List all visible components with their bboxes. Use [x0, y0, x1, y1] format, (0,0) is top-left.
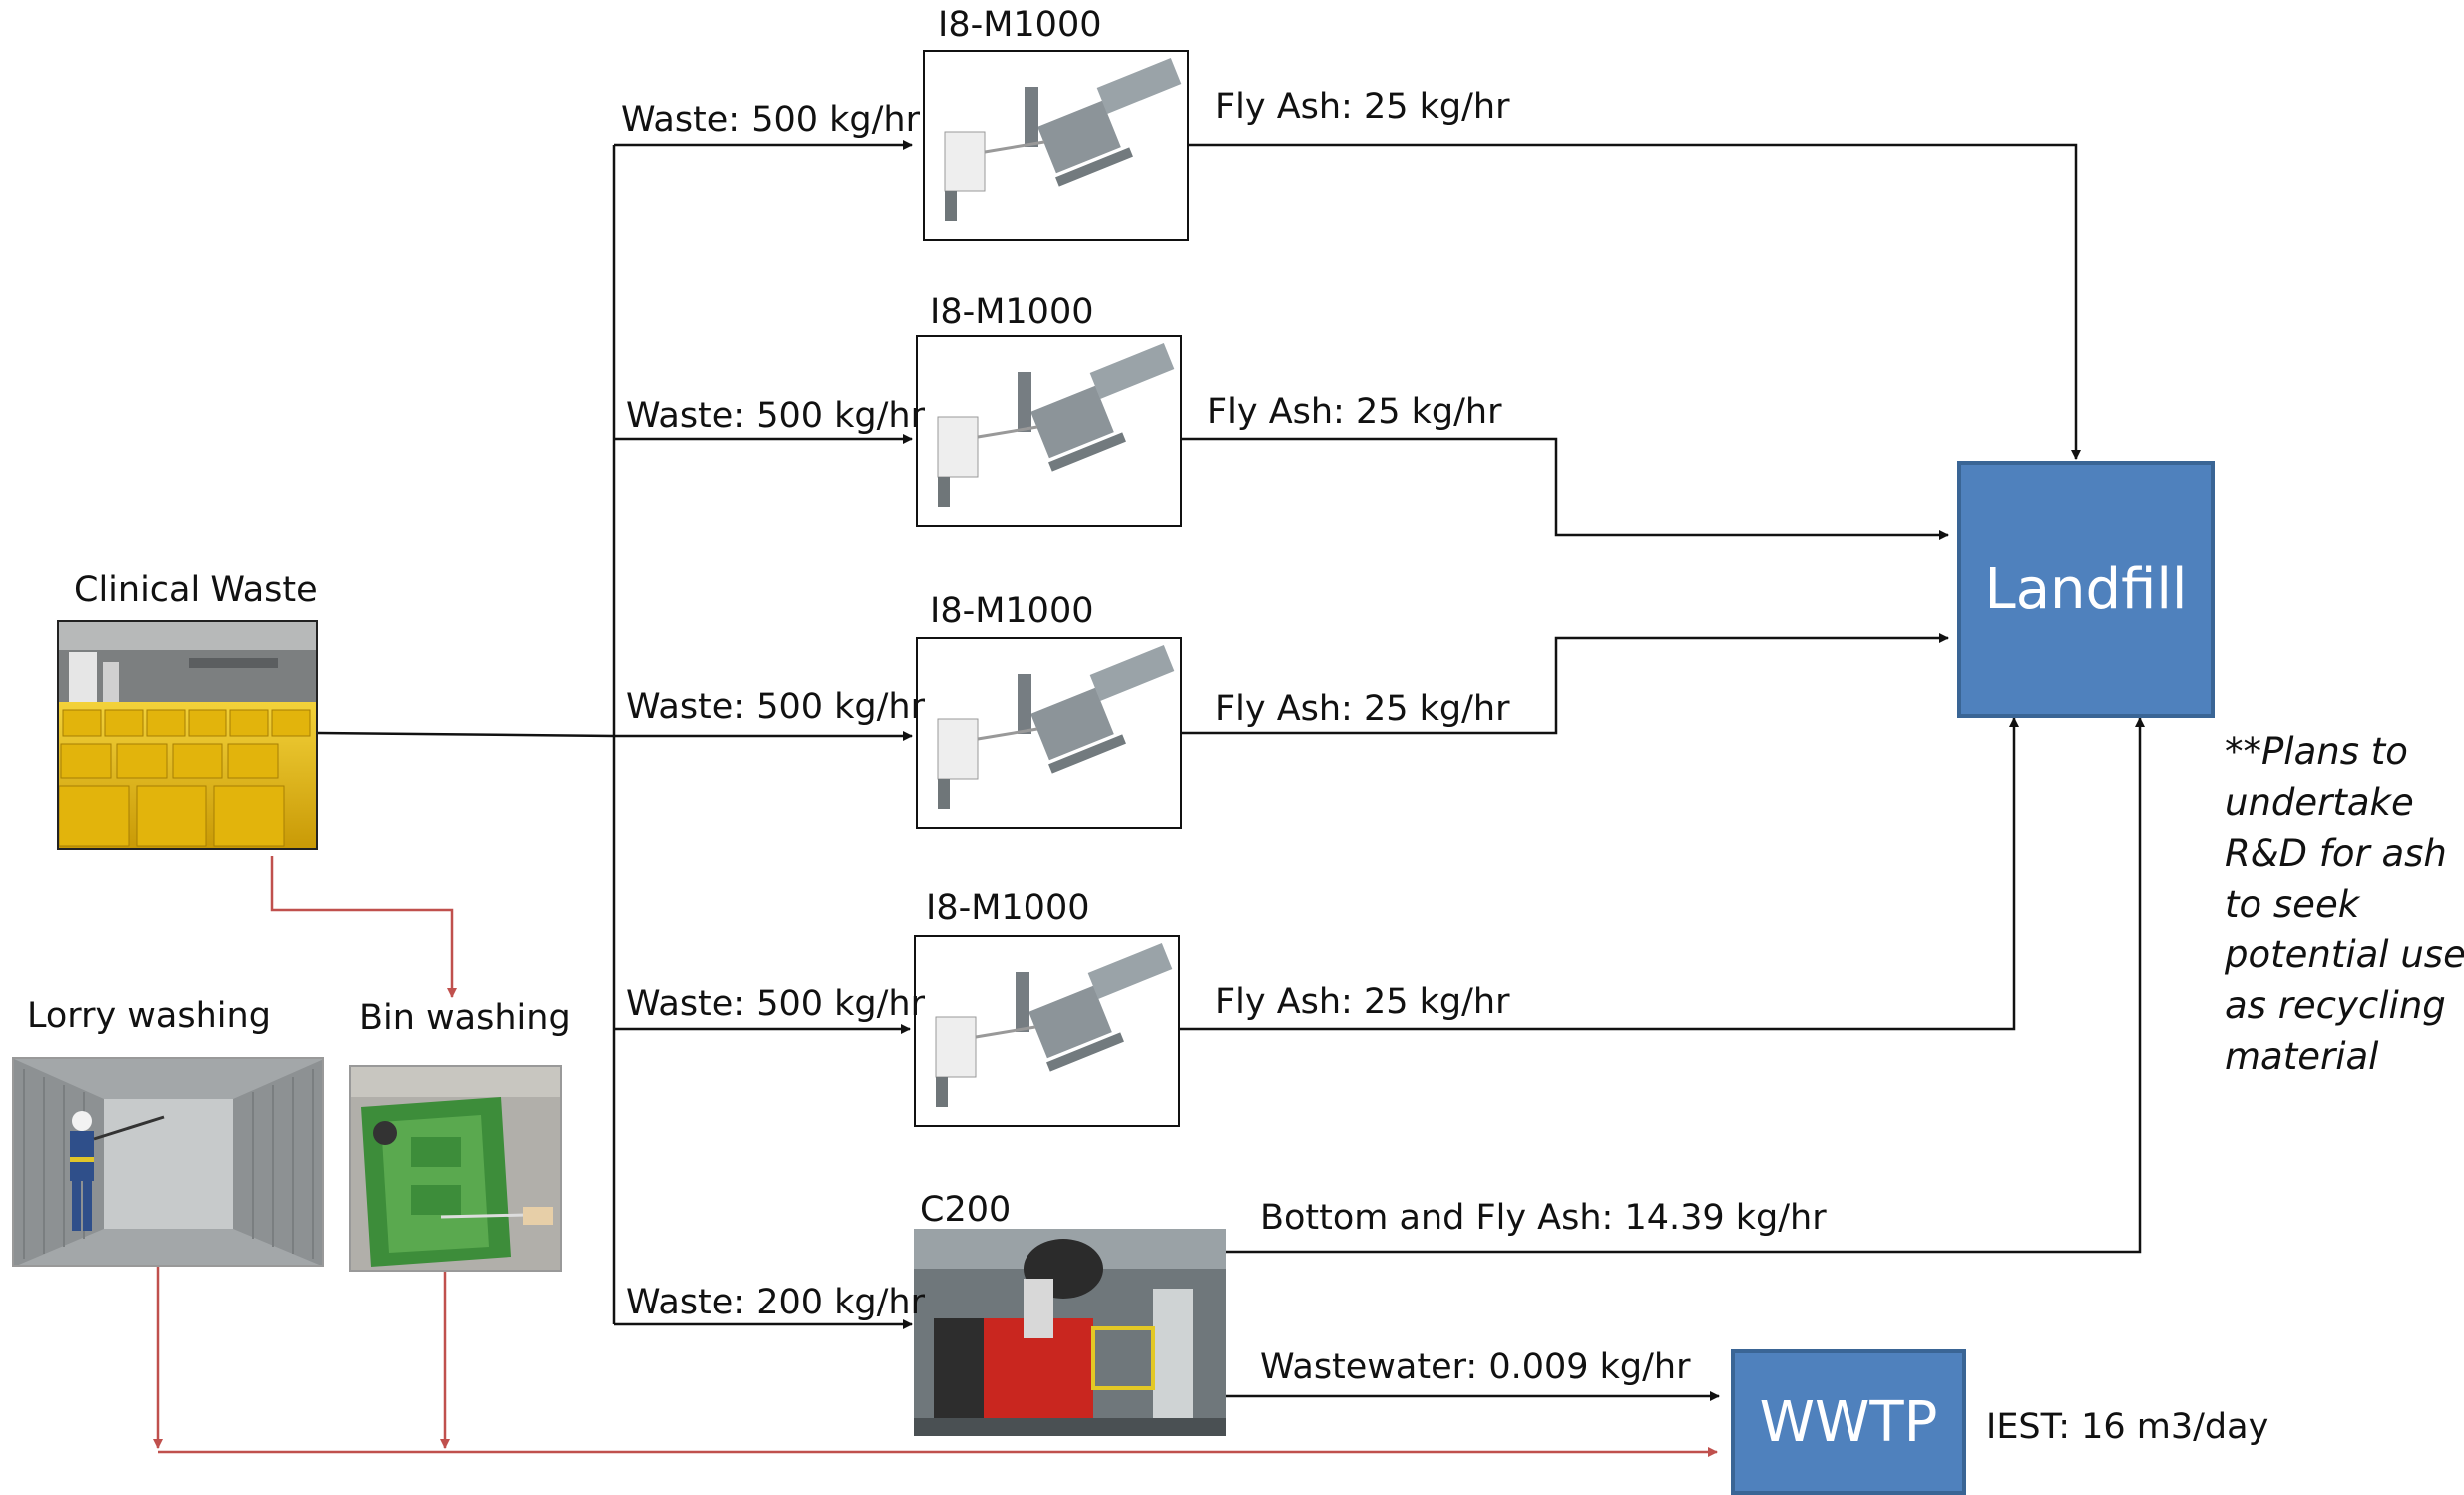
note-line: potential use	[2225, 934, 2464, 976]
fly-ash-label-1: Fly Ash: 25 kg/hr	[1215, 87, 1510, 127]
ash-flow-3	[1177, 633, 1949, 735]
note-line: R&D for ash	[2225, 832, 2447, 875]
incinerator-1-name: I8-M1000	[938, 5, 1102, 45]
note-line: undertake	[2225, 781, 2414, 824]
bin-washing-photo	[349, 1065, 562, 1272]
waste-label-1: Waste: 500 kg/hr	[621, 100, 921, 140]
wwtp-box: WWTP	[1731, 1349, 1966, 1495]
lorry-washing-photo	[12, 1057, 324, 1267]
incinerator-3-name: I8-M1000	[930, 591, 1094, 631]
c200-name: C200	[920, 1190, 1012, 1230]
ash-flow-1	[1185, 143, 2081, 460]
bottom-fly-ash-label: Bottom and Fly Ash: 14.39 kg/hr	[1260, 1198, 1827, 1238]
source-flow-line	[317, 731, 615, 738]
note-line: to seek	[2225, 883, 2360, 926]
waste-label-4: Waste: 500 kg/hr	[626, 984, 926, 1024]
incinerator-4-name: I8-M1000	[926, 888, 1090, 928]
clinical-waste-label: Clinical Waste	[74, 570, 318, 610]
incinerator-2-image	[916, 335, 1182, 527]
fly-ash-label-2: Fly Ash: 25 kg/hr	[1207, 392, 1502, 432]
clinical-waste-photo	[57, 620, 318, 850]
waste-label-3: Waste: 500 kg/hr	[626, 687, 926, 727]
fly-ash-label-3: Fly Ash: 25 kg/hr	[1215, 689, 1510, 729]
wastewater-label: Wastewater: 0.009 kg/hr	[1260, 1347, 1691, 1387]
note-line: **Plans to	[2225, 730, 2408, 773]
incinerator-2-name: I8-M1000	[930, 292, 1094, 332]
wwtp-label: WWTP	[1759, 1389, 1938, 1455]
waste-label-c200: Waste: 200 kg/hr	[626, 1283, 926, 1322]
washing-branch-line	[270, 856, 457, 998]
lorry-washing-label: Lorry washing	[27, 996, 271, 1036]
waste-label-2: Waste: 500 kg/hr	[626, 396, 926, 436]
incinerator-3-image	[916, 637, 1182, 829]
landfill-box: Landfill	[1957, 461, 2215, 718]
ash-flow-2	[1177, 437, 1949, 540]
ash-research-note: **Plans to undertake R&D for ash to seek…	[2225, 726, 2464, 1082]
ash-flow-c200	[1224, 717, 2145, 1254]
fly-ash-label-4: Fly Ash: 25 kg/hr	[1215, 982, 1510, 1022]
bin-washing-label: Bin washing	[359, 998, 571, 1038]
note-line: material	[2225, 1035, 2379, 1078]
incinerator-1-image	[923, 50, 1189, 241]
ash-flow-4	[1177, 717, 2019, 1031]
incinerator-4-image	[914, 935, 1180, 1127]
note-line: as recycling	[2225, 984, 2446, 1027]
landfill-label: Landfill	[1984, 557, 2188, 622]
c200-photo	[914, 1229, 1226, 1436]
wwtp-capacity-label: IEST: 16 m3/day	[1986, 1407, 2269, 1447]
